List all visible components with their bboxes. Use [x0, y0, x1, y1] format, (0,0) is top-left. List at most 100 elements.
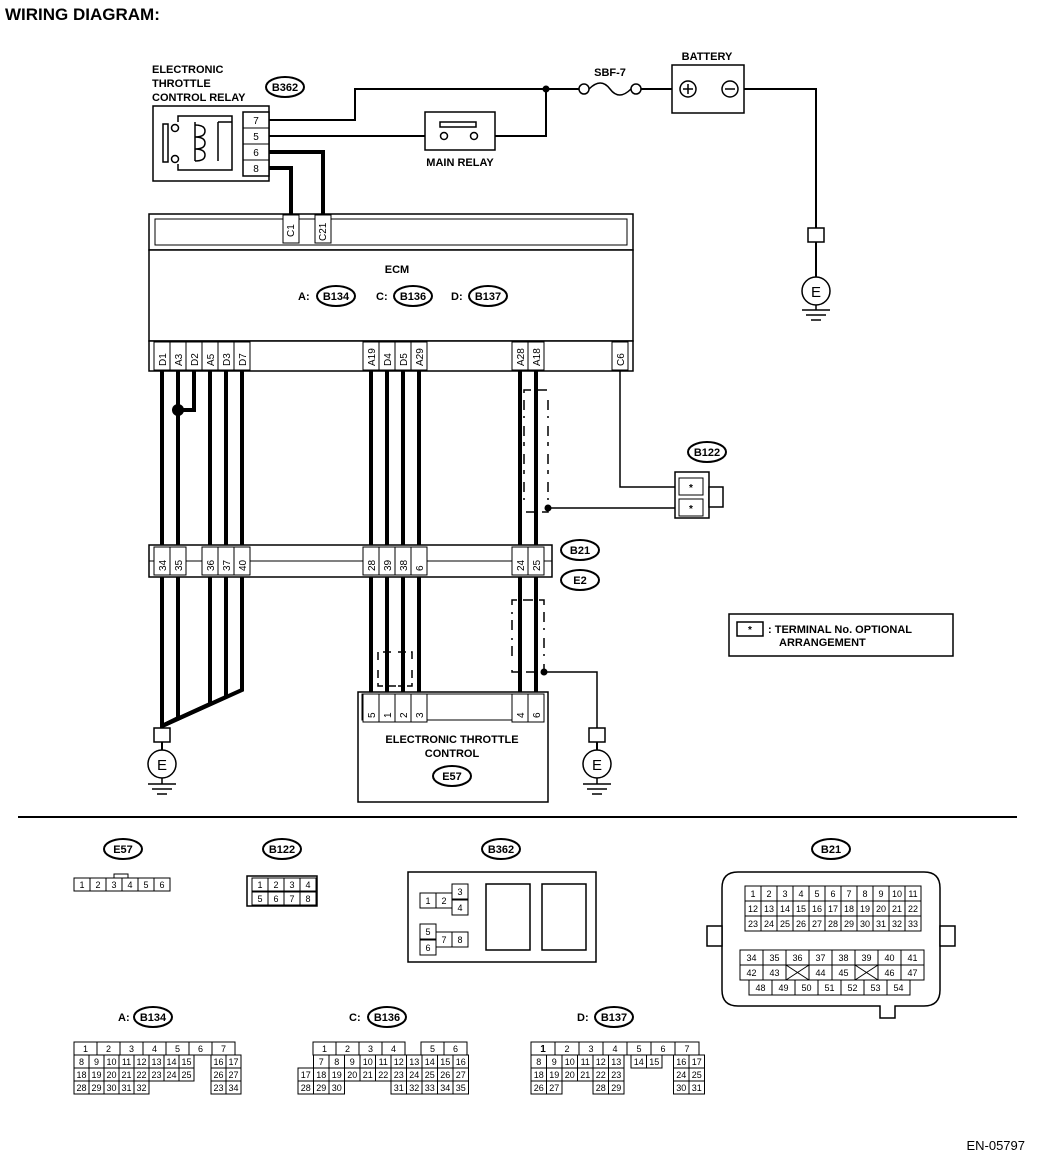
ecm-pin-a3: A3 — [174, 353, 185, 366]
view-d-pin-25: 25 — [692, 1070, 702, 1080]
view-b21-pin-18: 18 — [844, 904, 854, 914]
view-b21-pin-4: 4 — [798, 889, 803, 899]
view-d-pin-11: 11 — [581, 1057, 590, 1067]
view-b21-pin-16: 16 — [812, 904, 822, 914]
view-e57-pin-1: 1 — [79, 880, 84, 890]
view-d-pin-31: 31 — [692, 1083, 702, 1093]
view-a-pin-9: 9 — [94, 1057, 99, 1067]
relay-contact-icon — [162, 123, 169, 163]
view-b362-pin-3: 3 — [457, 887, 462, 897]
view-a-pin-5: 5 — [175, 1044, 180, 1054]
view-a-pin-22: 22 — [136, 1070, 146, 1080]
view-c-pin-25: 25 — [425, 1070, 435, 1080]
view-b122-pin-2: 2 — [273, 880, 278, 890]
legend-line2: ARRANGEMENT — [779, 637, 866, 649]
ecm-pin-a5: A5 — [206, 353, 217, 366]
b21-code: B21 — [570, 545, 590, 557]
view-d-pin-29: 29 — [611, 1083, 621, 1093]
view-b21-pin-38: 38 — [838, 953, 848, 963]
view-c-pin-30: 30 — [332, 1083, 342, 1093]
view-c-pin-23: 23 — [394, 1070, 404, 1080]
view-d-pin-10: 10 — [565, 1057, 575, 1067]
view-c-pin-34: 34 — [440, 1083, 450, 1093]
etc-code: E57 — [442, 771, 462, 783]
etc-pin-5: 5 — [367, 712, 378, 718]
view-a-pin-24: 24 — [166, 1070, 176, 1080]
view-b21-pin-29: 29 — [844, 919, 854, 929]
main-relay-label: MAIN RELAY — [426, 157, 494, 169]
ecm-conn-d-code: B137 — [475, 291, 501, 303]
view-d-pin-24: 24 — [676, 1070, 686, 1080]
view-a-pin-7: 7 — [221, 1044, 226, 1054]
view-b21-pin-45: 45 — [838, 968, 848, 978]
fuse-icon — [588, 82, 632, 96]
view-b21-pin-41: 41 — [907, 953, 917, 963]
view-d-pin-7: 7 — [684, 1044, 689, 1054]
ground-label-top: E — [811, 284, 821, 301]
view-b21-pin-36: 36 — [792, 953, 802, 963]
view-c-pin-6: 6 — [453, 1044, 458, 1054]
view-e57-pin-2: 2 — [95, 880, 100, 890]
view-d-pin-5: 5 — [636, 1044, 641, 1054]
view-b21-pin-12: 12 — [748, 904, 758, 914]
view-e57-pin-5: 5 — [143, 880, 148, 890]
view-b21-pin-30: 30 — [860, 919, 870, 929]
view-b21-pin-22: 22 — [908, 904, 918, 914]
view-c-pin-4: 4 — [391, 1044, 396, 1054]
view-a-pin-1: 1 — [83, 1044, 88, 1054]
view-b21-pin-31: 31 — [876, 919, 886, 929]
view-b21-pin-39: 39 — [861, 953, 871, 963]
view-a-pin-32: 32 — [136, 1083, 146, 1093]
view-d-pin-15: 15 — [649, 1057, 659, 1067]
b122-pin-a: * — [689, 483, 693, 494]
etc-pin-6: 6 — [532, 712, 543, 718]
view-d-pin-9: 9 — [552, 1057, 557, 1067]
view-d-pin-14: 14 — [634, 1057, 644, 1067]
view-b362-pin-5: 5 — [425, 927, 430, 937]
view-b362-pin-8: 8 — [457, 935, 462, 945]
ecm-conn-c-code: B136 — [400, 291, 426, 303]
view-a-pin-20: 20 — [106, 1070, 116, 1080]
view-b122-pin-4: 4 — [305, 880, 310, 890]
view-d-pin-6: 6 — [660, 1044, 665, 1054]
view-a-pin-19: 19 — [91, 1070, 101, 1080]
b21-pin-36: 36 — [206, 559, 217, 571]
view-c-pin-5: 5 — [430, 1044, 435, 1054]
b21-pin-39: 39 — [383, 559, 394, 571]
etc-pin-4: 4 — [516, 712, 527, 718]
view-b21-pin-33: 33 — [908, 919, 918, 929]
ecm-body — [148, 249, 634, 342]
ecm-pin-d1: D1 — [158, 353, 169, 366]
diagram-title: WIRING DIAGRAM: — [5, 5, 160, 24]
b122-pin-b: * — [689, 504, 693, 515]
ecm-pin-d2: D2 — [190, 353, 201, 366]
view-a-pin-8: 8 — [79, 1057, 84, 1067]
view-b21-pin-44: 44 — [815, 968, 825, 978]
etc-pin-3: 3 — [415, 712, 426, 718]
view-d-pin-30: 30 — [676, 1083, 686, 1093]
ecm-pin-d7: D7 — [238, 353, 249, 366]
battery-label: BATTERY — [682, 51, 733, 63]
lower-harness-wires — [160, 577, 538, 728]
view-a-pin-21: 21 — [121, 1070, 131, 1080]
view-d-pin-18: 18 — [534, 1070, 544, 1080]
view-b21-pin-28: 28 — [828, 919, 838, 929]
view-c-pin-7: 7 — [319, 1057, 324, 1067]
ecm-harness-wires — [160, 371, 538, 547]
view-b21-code: B21 — [821, 844, 841, 856]
view-b362-pin-7: 7 — [441, 935, 446, 945]
view-a-pin-2: 2 — [106, 1044, 111, 1054]
view-a-pin-10: 10 — [106, 1057, 116, 1067]
view-a-pin-4: 4 — [152, 1044, 157, 1054]
view-d-pin-27: 27 — [549, 1083, 559, 1093]
view-e57-code: E57 — [113, 844, 133, 856]
view-d-pin-22: 22 — [596, 1070, 606, 1080]
view-a-prefix: A: — [118, 1012, 130, 1024]
ecm-conn-a-prefix: A: — [298, 291, 310, 303]
view-a-pin-15: 15 — [181, 1057, 191, 1067]
